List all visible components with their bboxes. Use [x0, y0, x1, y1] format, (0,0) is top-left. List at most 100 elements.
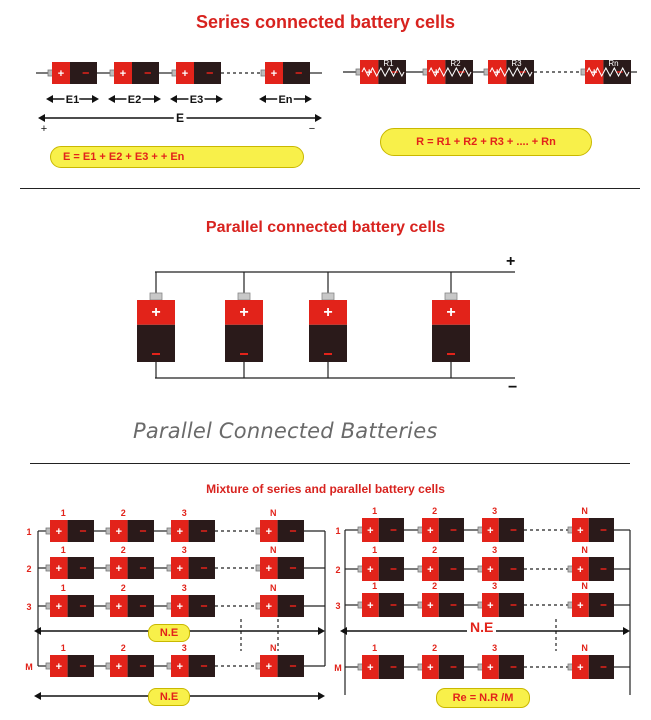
battery-positive-half: [360, 60, 379, 84]
plus-sign: +: [56, 661, 62, 673]
column-label: 2: [121, 643, 126, 653]
battery-positive-half: [137, 300, 175, 325]
resistance-label-1: R1: [383, 59, 394, 68]
battery-positive-half: [110, 557, 128, 579]
cell-M-2: +: [105, 655, 154, 677]
cell-1-2: +: [105, 520, 154, 542]
plus-sign: +: [367, 600, 373, 612]
arrow-head-left: [34, 692, 41, 700]
battery-positive-half: [482, 593, 499, 617]
battery-negative-half: [432, 324, 470, 362]
negative-bus-sign: −: [508, 379, 517, 396]
divider-1: [20, 188, 640, 189]
plus-sign: +: [577, 564, 583, 576]
resistor-symbol: [586, 66, 630, 78]
battery-positive-half: [432, 300, 470, 325]
row-label: 3: [335, 601, 340, 611]
battery-positive-half: [422, 518, 439, 542]
arrow-head-left: [340, 627, 347, 635]
plus-sign: +: [591, 67, 597, 79]
battery-positive-half: [422, 593, 439, 617]
column-label: 1: [61, 643, 66, 653]
column-label: 2: [432, 581, 437, 591]
battery-positive-half: [114, 62, 132, 84]
resistance-label-3: R3: [511, 59, 522, 68]
emf-label-4: En: [278, 94, 292, 106]
arrow-head-left: [38, 114, 45, 122]
battery-positive-half: [362, 518, 379, 542]
mixture-right-diagram: 1+1+2+3+N2+1+2+3+N3+1+2+3+NM+1+2+3+N: [334, 506, 631, 695]
ne-label-left-top: N.E: [148, 624, 190, 642]
cell-M-1: +: [357, 655, 404, 679]
battery-positive-half: [171, 557, 189, 579]
row-label: 2: [335, 565, 340, 575]
arrow-head-left: [108, 95, 115, 103]
battery-negative-half: [309, 324, 347, 362]
series-cell-3: +: [171, 62, 221, 84]
column-label: 3: [492, 545, 497, 555]
plus-sign: +: [487, 564, 493, 576]
column-label: 1: [61, 583, 66, 593]
resistance-label-4: Rn: [608, 59, 618, 68]
plus-sign: +: [487, 525, 493, 537]
resistor-cell-2: +R2: [422, 59, 473, 84]
column-label: 3: [182, 583, 187, 593]
mixture-title: Mixture of series and parallel battery c…: [206, 482, 445, 496]
arrow-head-left: [46, 95, 53, 103]
battery-terminal: [237, 292, 251, 301]
plus-sign: +: [366, 67, 372, 79]
battery-positive-half: [260, 655, 278, 677]
emf-label-3: E3: [190, 94, 203, 106]
plus-sign: +: [56, 601, 62, 613]
cell-2-3: +: [477, 557, 524, 581]
plus-sign: +: [427, 564, 433, 576]
cell-3-2: +: [417, 593, 464, 617]
column-label: N: [270, 643, 277, 653]
series-title: Series connected battery cells: [195, 12, 456, 32]
parallel-title: Parallel connected battery cells: [205, 219, 446, 236]
column-label: 2: [121, 545, 126, 555]
column-label: N: [270, 583, 277, 593]
column-label: N: [581, 581, 588, 591]
battery-terminal: [149, 292, 163, 301]
series-cell-2: +: [109, 62, 159, 84]
parallel-diagram: +−++++: [137, 253, 517, 396]
column-label: N: [581, 506, 588, 516]
plus-sign: +: [239, 304, 248, 321]
column-label: 1: [372, 545, 377, 555]
battery-positive-half: [50, 655, 68, 677]
column-label: 2: [121, 583, 126, 593]
string-row-3: 3+1+2+3+N: [335, 581, 630, 617]
arrow-head-left: [170, 95, 177, 103]
column-label: 2: [432, 545, 437, 555]
row-label: 2: [26, 564, 31, 574]
battery-positive-half: [225, 300, 263, 325]
battery-positive-half: [50, 520, 68, 542]
cell-1-1: +: [45, 520, 94, 542]
string-row-2: 2+1+2+3+N: [335, 545, 630, 581]
cell-2-N: +: [567, 557, 614, 581]
battery-positive-half: [50, 595, 68, 617]
parallel-caption: Parallel Connected Batteries: [133, 419, 438, 443]
plus-sign: +: [427, 662, 433, 674]
battery-positive-half: [110, 595, 128, 617]
column-label: 3: [492, 581, 497, 591]
battery-positive-half: [572, 655, 589, 679]
cell-2-N: +: [255, 557, 304, 579]
battery-positive-half: [422, 655, 439, 679]
battery-positive-half: [110, 655, 128, 677]
column-label: N: [270, 545, 277, 555]
positive-bus-sign: +: [506, 253, 515, 270]
cell-M-3: +: [166, 655, 215, 677]
battery-positive-half: [309, 300, 347, 325]
plus-sign: +: [323, 304, 332, 321]
column-label: 3: [182, 545, 187, 555]
battery-positive-half: [572, 557, 589, 581]
battery-positive-half: [265, 62, 283, 84]
arrow-head-right: [154, 95, 161, 103]
battery-positive-half: [260, 557, 278, 579]
plus-sign: +: [577, 525, 583, 537]
battery-positive-half: [171, 520, 189, 542]
battery-negative-half: [225, 324, 263, 362]
plus-sign: +: [266, 526, 272, 538]
